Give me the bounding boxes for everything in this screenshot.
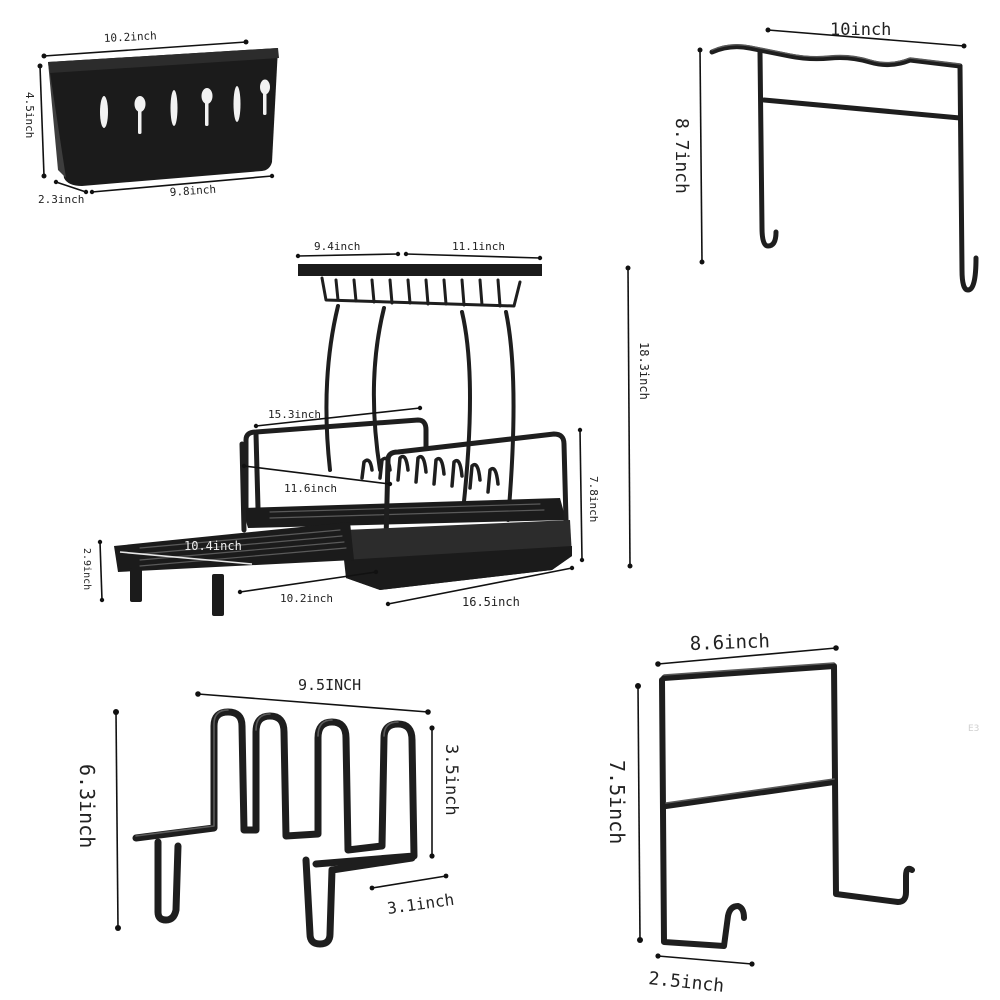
dish-rack: 9.4inch 11.1inch 18.3inch 15.3inch 11.6i…: [81, 240, 651, 616]
dish-rack-dimensions: 9.4inch 11.1inch 18.3inch 15.3inch 11.6i…: [81, 240, 651, 609]
knife-rack-width-label: 9.5INCH: [298, 676, 361, 694]
top-shelf-right-label: 11.1inch: [452, 240, 505, 253]
cup-holder-dimensions: 10inch 8.7inch: [671, 20, 967, 265]
utensil-top-width-label: 10.2inch: [103, 29, 157, 45]
rack-height-label: 7.8inch: [587, 476, 600, 522]
cup-holder-height-label: 8.7inch: [671, 118, 692, 194]
board-holder-depth-label: 2.5inch: [647, 968, 725, 997]
corner-mark: E3: [968, 724, 979, 734]
total-height-label: 18.3inch: [637, 342, 651, 400]
drainboard-leg-left: [130, 568, 142, 602]
board-holder-height-label: 7.5inch: [605, 760, 629, 844]
board-holder-width-label: 8.6inch: [689, 630, 770, 655]
drainboard-leg-right: [212, 574, 224, 616]
dish-rack-top-shelf: [298, 264, 542, 276]
knife-rack-height-label: 6.3inch: [75, 764, 99, 848]
utensil-holder-body: [48, 48, 278, 186]
utensil-holder-cutouts: [100, 79, 270, 134]
base-length-label: 16.5inch: [462, 595, 520, 609]
utensil-holder-side: [48, 62, 66, 178]
utensil-holder-rim: [48, 48, 279, 73]
rack-inner-label: 11.6inch: [284, 482, 337, 495]
drainboard-length-label: 10.4inch: [184, 539, 242, 553]
utensil-depth-label: 2.3inch: [38, 193, 84, 206]
rack-length-label: 15.3inch: [268, 408, 321, 421]
knife-rack: 9.5INCH 6.3inch 3.5inch 3.1inch: [75, 676, 461, 948]
board-holder-dimensions: 8.6inch 7.5inch 2.5inch: [605, 630, 839, 997]
knife-rack-depth-label: 3.1inch: [386, 890, 455, 918]
utensil-holder-dimensions: 10.2inch 4.5inch 2.3inch 9.8inch: [23, 29, 275, 206]
utensil-holder: 10.2inch 4.5inch 2.3inch 9.8inch: [23, 29, 279, 206]
cup-holder-width-label: 10inch: [830, 20, 891, 40]
knife-rack-inner-height-label: 3.5inch: [441, 744, 461, 816]
cup-holder: 10inch 8.7inch: [671, 20, 979, 293]
utensil-height-label: 4.5inch: [23, 92, 36, 138]
leg-height-label: 2.9inch: [81, 548, 92, 590]
top-shelf-left-label: 9.4inch: [314, 240, 360, 253]
board-holder: 8.6inch 7.5inch 2.5inch: [605, 630, 915, 997]
drainboard-width-label: 10.2inch: [280, 592, 333, 605]
utensil-bottom-width-label: 9.8inch: [169, 183, 216, 199]
